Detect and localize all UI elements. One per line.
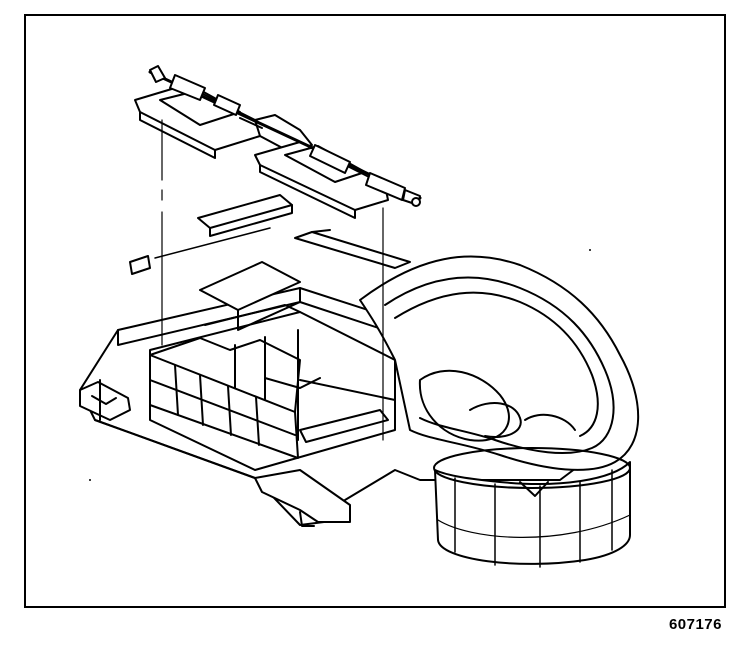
figure-reference-number: 607176 — [668, 616, 722, 633]
alignment-lines — [161, 119, 384, 441]
mode-door-assembly — [134, 65, 422, 219]
seal-strips — [129, 194, 411, 275]
housing-body — [79, 261, 601, 527]
diagram-frame — [24, 14, 726, 608]
blower-scroll — [359, 255, 640, 568]
scan-specks — [89, 249, 591, 481]
